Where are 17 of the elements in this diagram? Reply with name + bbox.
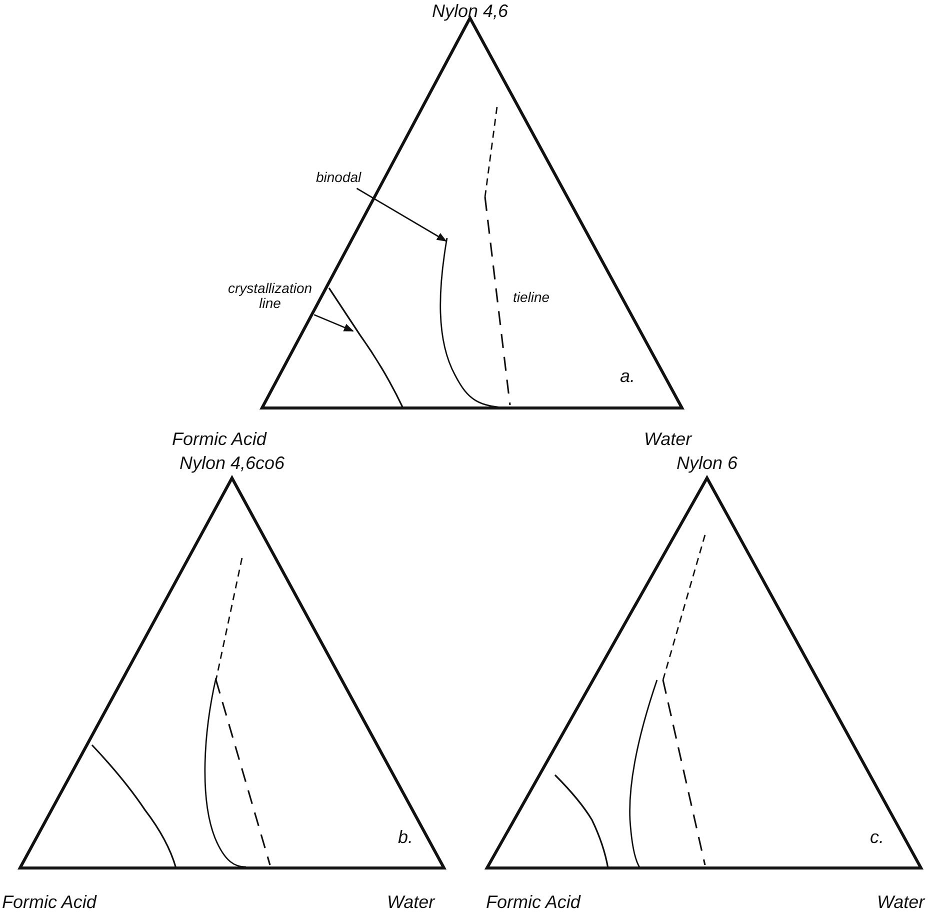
component-label: Water [387,893,435,913]
component-label: Formic Acid [2,893,96,913]
component-label: Nylon 4,6 [432,2,508,22]
component-label: Formic Acid [172,430,266,450]
curve-label: tieline [513,290,550,306]
component-label: Nylon 6 [676,454,738,474]
annotation-label: binodal [316,170,362,186]
annotation-label: crystallization line [222,281,318,312]
leader-line [356,188,447,242]
component-label: Water [877,893,925,913]
component-label: Nylon 4,6co6 [180,454,285,474]
component-label: Formic Acid [486,893,580,913]
panel-letter: c. [870,828,884,848]
component-label: Water [644,430,692,450]
panel-letter: b. [398,828,414,848]
panel-letter: a. [620,367,636,387]
leader-line [314,314,354,332]
